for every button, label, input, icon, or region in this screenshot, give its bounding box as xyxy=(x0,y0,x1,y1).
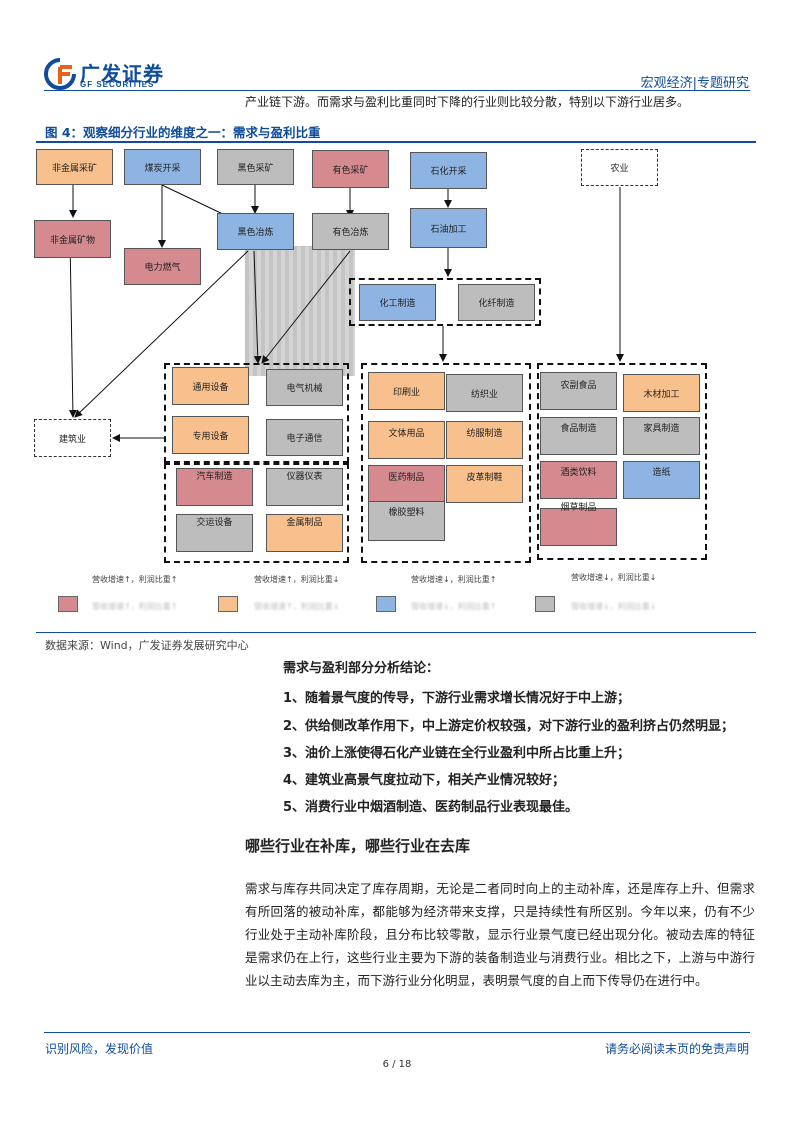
company-logo: 广发证券 GF SECURITIES xyxy=(44,58,174,92)
node-food-mfg: 食品制造 xyxy=(540,417,617,455)
node-agriculture: 农业 xyxy=(581,149,658,186)
legend-swatch-blue xyxy=(376,596,396,612)
manufacturing-group-box xyxy=(164,463,349,563)
body-paragraph: 需求与库存共同决定了库存周期，无论是二者同时向上的主动补库，还是库存上升、但需求… xyxy=(245,881,755,988)
section-heading: 哪些行业在补库，哪些行业在去库 xyxy=(245,837,471,855)
node-electronics-telecom: 电子通信 xyxy=(266,419,343,456)
conclusion-item: 3、油价上涨使得石化产业链在全行业盈利中所占比重上升； xyxy=(283,746,631,761)
header-divider xyxy=(44,90,750,91)
legend-text-orange: 营收增速↑，利润比重↓ xyxy=(254,602,340,611)
node-paper: 造纸 xyxy=(623,461,700,499)
node-beverages: 酒类饮料 xyxy=(540,461,617,499)
figure-top-rule xyxy=(36,141,756,143)
figure-bottom-rule xyxy=(36,632,756,633)
conclusion-title: 需求与盈利部分分析结论： xyxy=(283,661,440,676)
node-power-gas: 电力燃气 xyxy=(124,248,201,285)
group-label-3: 营收增速↓，利润比重↑ xyxy=(411,575,497,584)
conclusion-item: 1、随着景气度的传导，下游行业需求增长情况好于中上游； xyxy=(283,691,631,706)
node-ferrous-smelting: 黑色冶炼 xyxy=(217,213,294,250)
group-label-2: 营收增速↑，利润比重↓ xyxy=(254,575,340,584)
legend-swatch-orange xyxy=(218,596,238,612)
group-label-1: 营收增速↑，利润比重↑ xyxy=(92,575,178,584)
node-transport-equipment: 交运设备 xyxy=(176,514,253,552)
industry-chain-diagram: 农业 建筑业 非金属采矿 煤炭开采 黑色采矿 有色采矿 石化开采 xyxy=(0,143,794,630)
legend-text-red: 营收增速↑，利润比重↑ xyxy=(92,602,178,611)
report-section: 宏观经济|专题研究 xyxy=(640,76,749,91)
node-agri-food: 农副食品 xyxy=(540,372,617,410)
group-label-4: 营收增速↓，利润比重↓ xyxy=(571,573,657,582)
logo-text-en: GF SECURITIES xyxy=(80,80,155,89)
legend-swatch-red xyxy=(58,596,78,612)
figure-title: 图 4：观察细分行业的维度之一：需求与盈利比重 xyxy=(45,125,321,140)
flow-arrows xyxy=(68,183,624,442)
consumer-group-box xyxy=(537,363,707,560)
logo-text-cn: 广发证券 xyxy=(80,62,164,86)
node-general-equipment: 通用设备 xyxy=(172,367,249,405)
node-nonmetal-mining: 非金属采矿 xyxy=(36,149,113,185)
node-electrical-machinery: 电气机械 xyxy=(266,369,343,406)
node-coal-mining: 煤炭开采 xyxy=(124,149,201,185)
node-textile: 纺织业 xyxy=(446,374,523,412)
chemical-group-box xyxy=(349,278,541,326)
node-ferrous-mining: 黑色采矿 xyxy=(217,149,294,185)
footer-slogan: 识别风险，发现价值 xyxy=(45,1042,154,1056)
conclusion-item: 4、建筑业高景气度拉动下，相关产业情况较好； xyxy=(283,773,566,788)
node-apparel: 纺服制造 xyxy=(446,421,523,459)
equipment-group-box xyxy=(164,363,349,463)
node-chemical-fiber: 化纤制造 xyxy=(458,284,535,321)
node-wood-processing: 木材加工 xyxy=(623,374,700,412)
node-petroleum-processing: 石油加工 xyxy=(410,208,487,248)
node-nonferrous-mining: 有色采矿 xyxy=(312,150,389,188)
node-metal-products: 金属制品 xyxy=(266,514,343,552)
node-special-equipment: 专用设备 xyxy=(172,416,249,454)
node-tobacco: 烟草制品 xyxy=(540,503,617,546)
node-construction: 建筑业 xyxy=(34,419,111,457)
node-furniture: 家具制造 xyxy=(623,417,700,455)
node-stationery-sports: 文体用品 xyxy=(368,421,445,459)
node-nonmetal-minerals: 非金属矿物 xyxy=(34,220,111,258)
legend-swatch-grey xyxy=(535,596,555,612)
conclusion-item: 5、消费行业中烟酒制造、医药制品行业表现最佳。 xyxy=(283,800,579,815)
node-rubber-plastics: 橡胶塑料 xyxy=(368,501,445,541)
footer-divider xyxy=(44,1032,750,1033)
gf-logo-icon xyxy=(44,58,76,90)
data-source: 数据来源：Wind，广发证券发展研究中心 xyxy=(45,639,249,652)
light-industry-group-box xyxy=(361,363,531,563)
node-pharmaceuticals: 医药制品 xyxy=(368,465,445,503)
conclusion-item: 2、供给侧改革作用下，中上游定价权较强，对下游行业的盈利挤占仍然明显； xyxy=(283,719,735,734)
legend-text-blue: 营收增速↓，利润比重↑ xyxy=(411,602,497,611)
node-leather-footwear: 皮革制鞋 xyxy=(446,465,523,503)
node-chemical-mfg: 化工制造 xyxy=(359,284,436,321)
intro-text: 产业链下游。而需求与盈利比重同时下降的行业则比较分散，特别以下游行业居多。 xyxy=(245,95,690,109)
page-number: 6 / 18 xyxy=(382,1059,412,1070)
node-auto-mfg: 汽车制造 xyxy=(176,468,253,506)
node-printing: 印刷业 xyxy=(368,372,445,410)
node-nonferrous-smelting: 有色冶炼 xyxy=(312,213,389,250)
node-instruments: 仪器仪表 xyxy=(266,468,343,506)
legend-text-grey: 营收增速↓，利润比重↓ xyxy=(571,602,657,611)
footer-disclaimer: 请务必阅读末页的免责声明 xyxy=(604,1042,749,1056)
node-petro-extraction: 石化开采 xyxy=(410,152,487,189)
